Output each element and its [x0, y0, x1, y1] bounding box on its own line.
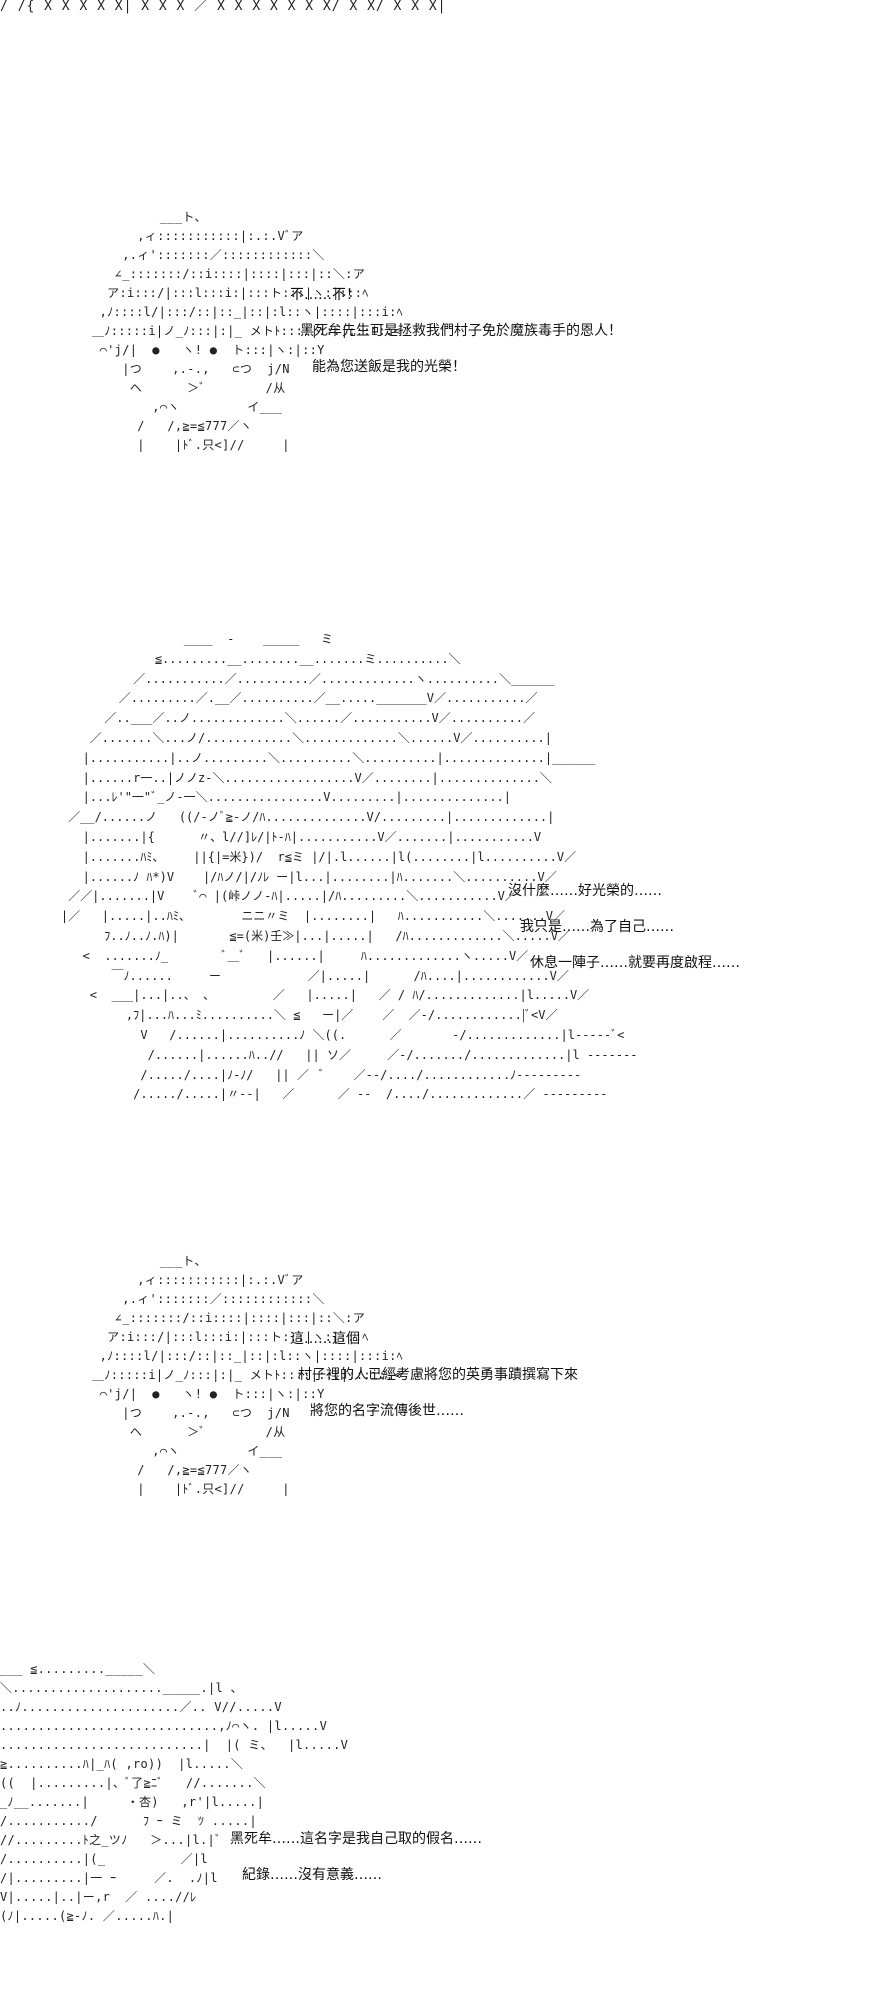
dialogue-line: 黑死牟……這名字是我自己取的假名…… — [230, 1831, 482, 1847]
dialogue-line: 將您的名字流傳後世…… — [310, 1403, 464, 1419]
villager-ascii-art: ___ト、 ,ィ:::::::::::|:.:.Vﾞア ,.ィ':::::::／… — [92, 210, 403, 452]
closeup-ascii-art: ___ ≦........._____＼ ＼..................… — [0, 1662, 349, 1923]
header-ascii-line: / /{ X X X X X| X X X ／ X X X X X X X/ X… — [0, 0, 447, 14]
dialogue-line: 休息一陣子……就要再度啟程…… — [530, 955, 740, 971]
dialogue-line: 我只是……為了自己…… — [520, 919, 674, 935]
dialogue-line: 村子裡的人已經考慮將您的英勇事蹟撰寫下來 — [298, 1367, 578, 1383]
dialogue-line: 這……這個 — [290, 1331, 360, 1347]
dialogue-line: 黑死牟先生可是拯救我們村子免於魔族毒手的恩人！ — [300, 323, 622, 339]
dialogue-line: 沒什麼……好光榮的…… — [508, 883, 662, 899]
swordsman-ascii-art: ____ - _____ ミ ≦.........__........__...… — [60, 632, 638, 1102]
villager-ascii-art: ___ト、 ,ィ:::::::::::|:.:.Vﾞア ,.ィ':::::::／… — [92, 1254, 403, 1496]
dialogue-line: 能為您送飯是我的光榮！ — [312, 359, 466, 375]
dialogue-line: 紀錄……沒有意義…… — [242, 1867, 382, 1883]
dialogue-line: 不……不！ — [290, 287, 360, 303]
